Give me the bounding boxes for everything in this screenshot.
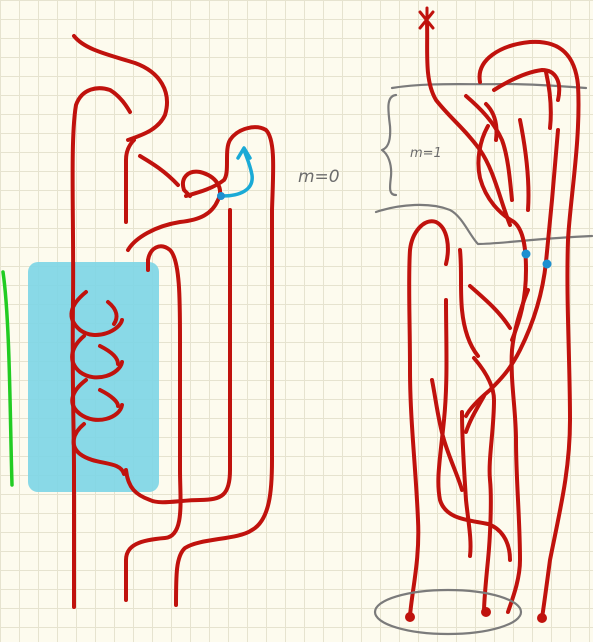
twist-strand-b <box>106 300 119 326</box>
twist-strand-e <box>71 422 126 476</box>
right-strand-from-star <box>425 20 512 227</box>
right-lower-strand-3 <box>460 410 473 558</box>
left-upper-diag-strand <box>124 138 136 224</box>
left-braid-diagram: m=0 <box>1 34 340 609</box>
right-lower-strand-1 <box>506 288 530 614</box>
marker-dot-left <box>217 192 225 200</box>
right-lower-strand-4 <box>430 378 464 492</box>
right-center-strand-5 <box>484 102 499 142</box>
right-lower-strand-2 <box>472 356 496 614</box>
right-center-strand-7 <box>544 70 553 130</box>
right-center-strand-1 <box>464 94 514 202</box>
green-line <box>1 270 14 487</box>
left-upper-crossing-strand <box>138 154 180 187</box>
right-center-strand-4 <box>468 284 512 330</box>
marker-dot-right-2 <box>542 259 552 269</box>
left-label: m=0 <box>298 167 340 187</box>
twist-strand-d <box>70 378 124 422</box>
twist-strand-g <box>98 388 120 408</box>
right-inner-loop <box>492 68 562 102</box>
twist-strand-a <box>69 290 124 337</box>
right-center-strand-3 <box>458 248 480 358</box>
end-dot-3 <box>537 613 547 623</box>
right-left-u-loop <box>407 219 450 618</box>
twist-strand-f <box>98 344 120 366</box>
left-inner-loop-strand <box>124 208 232 505</box>
right-braid-diagram: m=1 <box>373 6 593 636</box>
left-top-hook-strand <box>72 34 169 142</box>
marker-dot-right-1 <box>521 249 531 259</box>
left-loop-strand <box>174 125 276 607</box>
right-center-strand-6 <box>518 118 531 212</box>
left-central-strand <box>126 169 222 252</box>
right-label: m=1 <box>410 146 442 161</box>
end-dot-2 <box>481 607 491 617</box>
left-inner-strand <box>124 244 183 602</box>
right-mid-loop <box>436 298 512 562</box>
curly-brace <box>380 93 398 197</box>
rotation-arrow-head <box>236 146 252 160</box>
middle-guide-line <box>374 203 593 246</box>
bottom-ellipse <box>373 588 523 636</box>
right-lower-strand-5 <box>464 394 486 434</box>
twist-strand-c <box>70 334 124 380</box>
end-dot-1 <box>405 612 415 622</box>
right-big-loop <box>477 39 581 620</box>
rotation-arrow <box>220 148 254 198</box>
